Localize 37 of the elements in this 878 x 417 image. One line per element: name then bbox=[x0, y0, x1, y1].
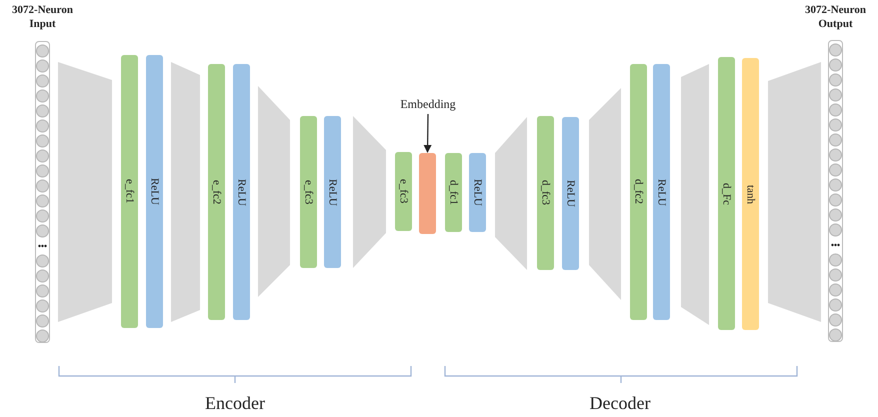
layer-label: Embedding bbox=[400, 96, 456, 112]
layer-name: e_fc3 bbox=[302, 180, 314, 204]
layer-bar bbox=[469, 153, 486, 232]
layer-bar bbox=[300, 116, 317, 268]
layer-bar bbox=[121, 55, 138, 328]
layer-bar bbox=[233, 64, 250, 320]
layer-bar bbox=[445, 153, 462, 232]
layer-name: ReLU bbox=[326, 178, 338, 206]
layer-bar bbox=[146, 55, 163, 328]
layer-bar bbox=[537, 116, 554, 270]
section-label: Encoder bbox=[205, 392, 265, 414]
layer-bar bbox=[419, 153, 436, 234]
layer-heading: 3072-Neuron Output bbox=[804, 3, 867, 31]
layer-name: ReLU bbox=[148, 178, 160, 205]
layer-name: ReLU bbox=[472, 179, 484, 206]
layer-name: ReLU bbox=[656, 178, 668, 206]
layer-name: e_fc2 bbox=[210, 180, 222, 204]
layer-bar bbox=[562, 117, 579, 270]
layer-bar bbox=[324, 116, 341, 268]
layer-name: tanh bbox=[744, 184, 756, 204]
section-label: Decoder bbox=[590, 392, 650, 414]
layer-bar bbox=[395, 152, 412, 231]
layer-name: ReLU bbox=[236, 178, 248, 206]
layer-name: e_fc1 bbox=[124, 179, 136, 204]
layer-bar bbox=[742, 58, 759, 330]
layer-bar bbox=[653, 64, 670, 320]
layer-name: d_Fc bbox=[720, 182, 732, 204]
layer-name: ReLU bbox=[564, 180, 576, 207]
layer-name: d_fc2 bbox=[632, 179, 644, 205]
layer-heading: 3072-Neuron Input bbox=[11, 3, 74, 31]
layer-bar bbox=[208, 64, 225, 320]
layer-name: d_fc1 bbox=[448, 180, 460, 206]
layer-name: e_fc3 bbox=[398, 179, 410, 204]
layer-bar bbox=[630, 64, 647, 320]
arrow bbox=[424, 114, 432, 153]
layer-name: d_fc3 bbox=[540, 180, 552, 206]
layer-bar bbox=[718, 57, 735, 330]
